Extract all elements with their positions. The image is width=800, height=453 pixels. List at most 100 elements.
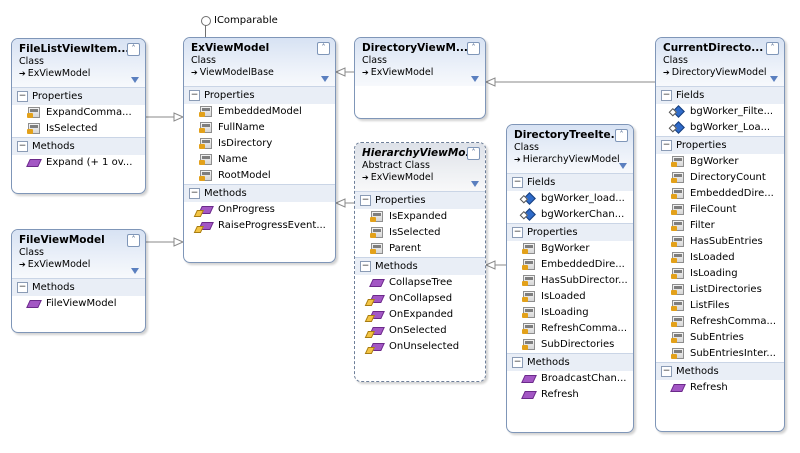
class-header: CurrentDirecto...Class➔DirectoryViewMode… <box>656 38 784 86</box>
member-item[interactable]: EmbeddedModel <box>184 104 335 120</box>
filter-icon[interactable] <box>321 76 329 82</box>
minus-icon[interactable]: − <box>661 140 672 151</box>
member-item[interactable]: Filter <box>656 218 784 234</box>
member-item[interactable]: HasSubEntries <box>656 234 784 250</box>
member-item[interactable]: bgWorker_Loa... <box>656 120 784 136</box>
class-box-hierarchyviewmodel[interactable]: HierarchyViewMo...Abstract Class➔ExViewM… <box>354 142 486 382</box>
member-item[interactable]: RefreshComma... <box>507 321 633 337</box>
member-item[interactable]: IsLoaded <box>656 250 784 266</box>
member-item[interactable]: RefreshComma... <box>656 314 784 330</box>
double-chevron-up-icon[interactable]: ˄ <box>317 42 330 55</box>
member-item[interactable]: OnUnselected <box>355 339 485 355</box>
class-box-directorytreeitem[interactable]: DirectoryTreeIte...Class➔HierarchyViewMo… <box>506 124 634 433</box>
section-header-fields[interactable]: −Fields <box>507 173 633 191</box>
member-name: OnExpanded <box>389 309 454 320</box>
minus-icon[interactable]: − <box>189 188 200 199</box>
section-header-methods[interactable]: −Methods <box>507 353 633 371</box>
member-item[interactable]: Parent <box>355 241 485 257</box>
member-item[interactable]: ListFiles <box>656 298 784 314</box>
field-icon <box>523 208 536 221</box>
section-header-properties[interactable]: −Properties <box>184 86 335 104</box>
class-box-directoryviewmodel[interactable]: DirectoryViewM...Class➔ExViewModel˄ <box>354 37 486 119</box>
minus-icon[interactable]: − <box>360 261 371 272</box>
member-item[interactable]: EmbeddedDire... <box>656 186 784 202</box>
property-icon <box>671 236 684 247</box>
member-item[interactable]: OnSelected <box>355 323 485 339</box>
minus-icon[interactable]: − <box>661 90 672 101</box>
section-header-methods[interactable]: −Methods <box>656 362 784 380</box>
filter-icon[interactable] <box>471 76 479 82</box>
minus-icon[interactable]: − <box>17 282 28 293</box>
double-chevron-up-icon[interactable]: ˄ <box>615 129 628 142</box>
member-item[interactable]: IsExpanded <box>355 209 485 225</box>
filter-icon[interactable] <box>471 181 479 187</box>
member-item[interactable]: OnCollapsed <box>355 291 485 307</box>
member-item[interactable]: OnProgress <box>184 202 335 218</box>
member-item[interactable]: bgWorkerChan... <box>507 207 633 223</box>
filter-icon[interactable] <box>619 163 627 169</box>
minus-icon[interactable]: − <box>17 141 28 152</box>
section-header-methods[interactable]: −Methods <box>184 184 335 202</box>
minus-icon[interactable]: − <box>17 91 28 102</box>
section-header-properties[interactable]: −Properties <box>12 87 145 105</box>
member-item[interactable]: Refresh <box>507 387 633 403</box>
minus-icon[interactable]: − <box>512 177 523 188</box>
member-item[interactable]: ListDirectories <box>656 282 784 298</box>
member-item[interactable]: SubEntries <box>656 330 784 346</box>
property-icon <box>199 154 212 165</box>
member-name: EmbeddedDire... <box>541 259 625 270</box>
member-item[interactable]: BgWorker <box>507 241 633 257</box>
member-item[interactable]: Expand (+ 1 ov... <box>12 155 145 171</box>
member-item[interactable]: IsSelected <box>12 121 145 137</box>
member-item[interactable]: HasSubDirector... <box>507 273 633 289</box>
member-item[interactable]: OnExpanded <box>355 307 485 323</box>
member-item[interactable]: IsLoaded <box>507 289 633 305</box>
section-header-fields[interactable]: −Fields <box>656 86 784 104</box>
section-header-properties[interactable]: −Properties <box>656 136 784 154</box>
member-item[interactable]: IsLoading <box>507 305 633 321</box>
member-item[interactable]: BroadcastChan... <box>507 371 633 387</box>
member-item[interactable]: EmbeddedDire... <box>507 257 633 273</box>
minus-icon[interactable]: − <box>189 90 200 101</box>
filter-icon[interactable] <box>131 77 139 83</box>
section-header-properties[interactable]: −Properties <box>355 191 485 209</box>
member-item[interactable]: SubEntriesInter... <box>656 346 784 362</box>
minus-icon[interactable]: − <box>512 227 523 238</box>
section-header-methods[interactable]: −Methods <box>355 257 485 275</box>
class-box-currentdirectory[interactable]: CurrentDirecto...Class➔DirectoryViewMode… <box>655 37 785 432</box>
double-chevron-up-icon[interactable]: ˄ <box>467 42 480 55</box>
minus-icon[interactable]: − <box>661 366 672 377</box>
double-chevron-up-icon[interactable]: ˄ <box>467 147 480 160</box>
member-item[interactable]: FileCount <box>656 202 784 218</box>
section-header-methods[interactable]: −Methods <box>12 278 145 296</box>
member-item[interactable]: IsSelected <box>355 225 485 241</box>
double-chevron-up-icon[interactable]: ˄ <box>766 42 779 55</box>
member-item[interactable]: ExpandComma... <box>12 105 145 121</box>
member-item[interactable]: Name <box>184 152 335 168</box>
section-header-properties[interactable]: −Properties <box>507 223 633 241</box>
double-chevron-up-icon[interactable]: ˄ <box>127 43 140 56</box>
member-item[interactable]: BgWorker <box>656 154 784 170</box>
member-item[interactable]: Refresh <box>656 380 784 396</box>
member-item[interactable]: RaiseProgressEvent... <box>184 218 335 234</box>
member-item[interactable]: DirectoryCount <box>656 170 784 186</box>
member-item[interactable]: IsLoading <box>656 266 784 282</box>
member-item[interactable]: CollapseTree <box>355 275 485 291</box>
member-item[interactable]: bgWorker_load... <box>507 191 633 207</box>
filter-icon[interactable] <box>131 268 139 274</box>
member-item[interactable]: bgWorker_Filte... <box>656 104 784 120</box>
filter-icon[interactable] <box>770 76 778 82</box>
minus-icon[interactable]: − <box>512 357 523 368</box>
section-header-methods[interactable]: −Methods <box>12 137 145 155</box>
member-item[interactable]: RootModel <box>184 168 335 184</box>
member-item[interactable]: SubDirectories <box>507 337 633 353</box>
minus-icon[interactable]: − <box>360 195 371 206</box>
property-icon <box>522 339 535 350</box>
member-item[interactable]: FileViewModel <box>12 296 145 312</box>
member-item[interactable]: FullName <box>184 120 335 136</box>
class-box-filelistviewitem[interactable]: FileListViewItem...Class➔ExViewModel˄−Pr… <box>11 38 146 194</box>
double-chevron-up-icon[interactable]: ˄ <box>127 234 140 247</box>
member-item[interactable]: IsDirectory <box>184 136 335 152</box>
